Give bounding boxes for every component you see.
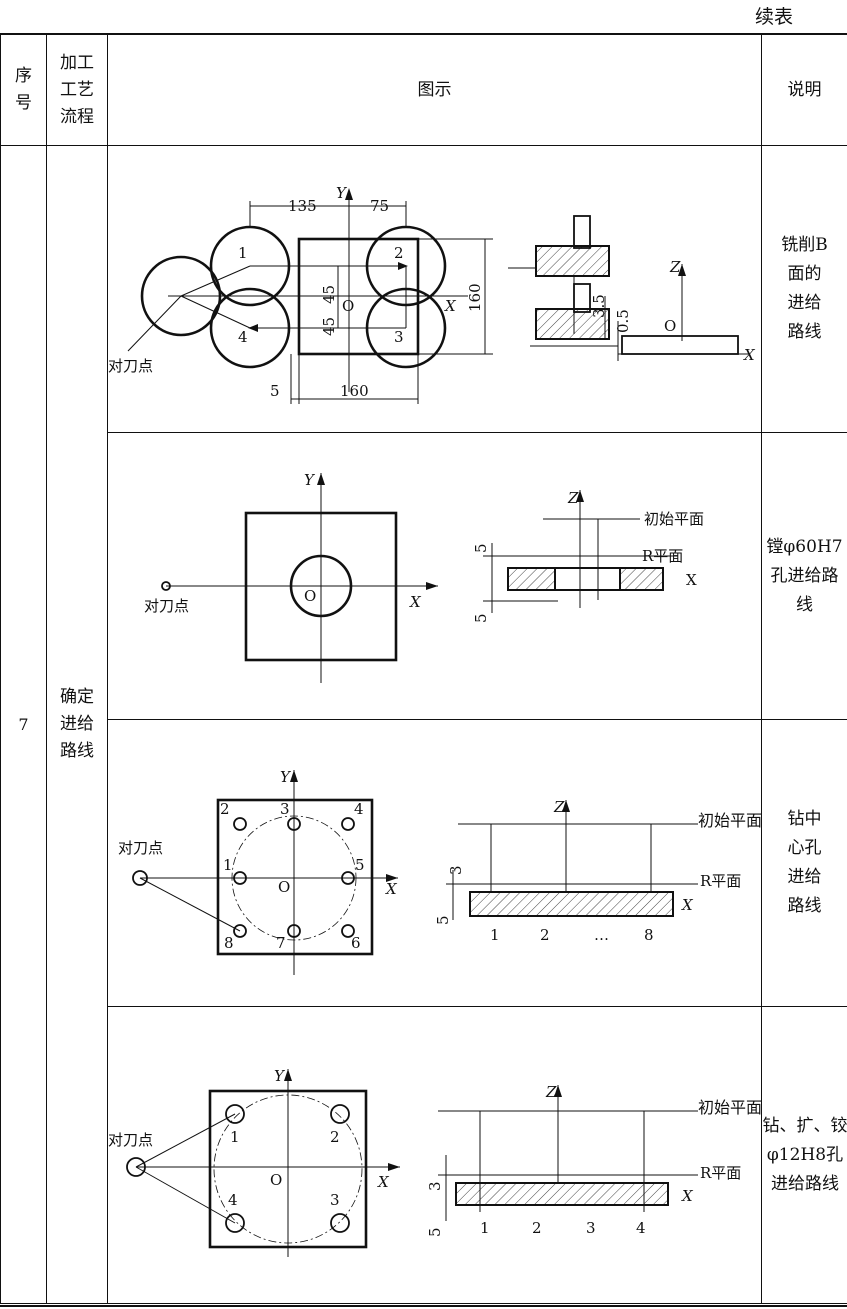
r-plane-label: R平面 (700, 872, 741, 890)
dim-5-upper: 5 (472, 543, 490, 553)
dim-160-vertical: 160 (466, 283, 484, 312)
position-4: 4 (238, 328, 248, 346)
boring-drawing: Y X O 对刀点 Z 初始平面 R平面 X 5 5 (144, 471, 704, 683)
origin-label: O (304, 587, 316, 605)
row-seq: 7 (0, 145, 47, 1304)
dim-3: 3 (426, 1181, 444, 1191)
dim-5: 5 (426, 1227, 444, 1237)
origin-label: O (270, 1171, 282, 1189)
axis-x-label: X (409, 593, 422, 611)
origin-label: O (278, 878, 290, 896)
center-drilling-drawing: Y X O 对刀点 2 3 4 5 6 7 8 1 (118, 768, 762, 975)
header-note: 说明 (761, 34, 847, 146)
initial-plane-label: 初始平面 (698, 1098, 762, 1117)
station-3: 3 (586, 1219, 596, 1237)
face-milling-drawing: 135 75 Y X O 1 2 3 4 5 160 对刀点 45 45 160 (108, 184, 756, 404)
station-8: 8 (644, 926, 654, 944)
dim-0-5: 0.5 (614, 309, 632, 333)
station-2: 2 (532, 1219, 542, 1237)
axis-x2-label: X (681, 896, 694, 914)
diagram-drill-ream: Y X O 对刀点 1 2 3 4 Z 初始平面 R平面 X (107, 1006, 762, 1304)
hole-4: 4 (354, 800, 364, 818)
r-plane-label: R平面 (700, 1164, 741, 1182)
set-point-label: 对刀点 (108, 357, 153, 375)
hole-4: 4 (228, 1191, 238, 1209)
set-point-label: 对刀点 (118, 839, 163, 857)
axis-z-label: Z (553, 798, 565, 816)
table-row: Y X O 对刀点 Z 初始平面 R平面 X 5 5 (1, 432, 847, 720)
hole-5: 5 (355, 856, 365, 874)
dim-5: 5 (434, 915, 452, 925)
hole-8: 8 (224, 934, 234, 952)
table-bottom-rule (0, 1305, 847, 1307)
diagram-face-milling: 135 75 Y X O 1 2 3 4 5 160 对刀点 45 45 160 (107, 145, 762, 433)
hole-3: 3 (330, 1191, 340, 1209)
dim-160-horizontal: 160 (340, 382, 369, 400)
hole-2: 2 (220, 800, 230, 818)
header-seq: 序号 (0, 34, 47, 146)
station-4: 4 (636, 1219, 646, 1237)
dim-75: 75 (370, 197, 389, 215)
axis-z-label: Z (669, 258, 681, 276)
station-ellipsis: … (594, 926, 609, 944)
axis-x-label: X (377, 1173, 390, 1191)
dim-5: 5 (270, 382, 280, 400)
hole-3: 3 (280, 800, 290, 818)
initial-plane-label: 初始平面 (698, 811, 762, 830)
axis-x2-label: X (686, 571, 697, 589)
origin-2-label: O (664, 317, 676, 335)
axis-y-label: Y (280, 768, 292, 786)
position-2: 2 (394, 244, 404, 262)
axis-z-label: Z (545, 1083, 557, 1101)
note-boring: 镗φ60H7孔进给路线 (761, 432, 847, 720)
axis-z-label: Z (567, 489, 579, 507)
dim-3: 3 (447, 865, 465, 875)
origin-label: O (342, 297, 354, 315)
hole-1: 1 (230, 1128, 240, 1146)
axis-x-label: X (385, 880, 398, 898)
header-process: 加工工艺流程 (46, 34, 108, 146)
set-point-label: 对刀点 (144, 597, 189, 615)
initial-plane-label: 初始平面 (644, 510, 704, 528)
station-2: 2 (540, 926, 550, 944)
process-table: 序号 加工工艺流程 图示 说明 7 确定进给路线 (0, 34, 847, 1304)
diagram-boring: Y X O 对刀点 Z 初始平面 R平面 X 5 5 (107, 432, 762, 720)
header-diagram: 图示 (107, 34, 762, 146)
station-1: 1 (490, 926, 500, 944)
position-1: 1 (238, 244, 248, 262)
dim-5-lower: 5 (472, 613, 490, 623)
table-row: Y X O 对刀点 2 3 4 5 6 7 8 1 (1, 719, 847, 1007)
note-drill-ream: 钻、扩、铰φ12H8孔进给路线 (761, 1006, 847, 1304)
station-1: 1 (480, 1219, 490, 1237)
dim-45-upper: 45 (320, 285, 338, 304)
r-plane-label: R平面 (642, 547, 683, 565)
hole-2: 2 (330, 1128, 340, 1146)
drill-ream-drawing: Y X O 对刀点 1 2 3 4 Z 初始平面 R平面 X (108, 1067, 762, 1257)
hole-1: 1 (223, 856, 233, 874)
hole-6: 6 (351, 934, 361, 952)
dim-45-lower: 45 (320, 317, 338, 336)
axis-y-label: Y (304, 471, 316, 489)
axis-x2-label: X (681, 1187, 694, 1205)
set-point-label: 对刀点 (108, 1131, 153, 1149)
row-process: 确定进给路线 (46, 145, 108, 1304)
position-3: 3 (394, 328, 404, 346)
axis-y-label: Y (274, 1067, 286, 1085)
dim-135: 135 (288, 197, 317, 215)
axis-y-label: Y (336, 184, 348, 202)
note-center-drilling: 钻中心孔进给路线 (761, 719, 847, 1007)
diagram-center-drilling: Y X O 对刀点 2 3 4 5 6 7 8 1 (107, 719, 762, 1007)
table-header-row: 序号 加工工艺流程 图示 说明 (0, 34, 847, 146)
table-row: 7 确定进给路线 (0, 145, 847, 1304)
note-face-milling: 铣削B面的进给路线 (761, 145, 847, 433)
dim-3-5: 3.5 (590, 294, 608, 318)
continued-label: 续表 (754, 6, 793, 28)
table-row: Y X O 对刀点 1 2 3 4 Z 初始平面 R平面 X (1, 1006, 847, 1304)
axis-x2-label: X (743, 346, 756, 364)
hole-7: 7 (276, 934, 286, 952)
axis-x-label: X (444, 297, 457, 315)
